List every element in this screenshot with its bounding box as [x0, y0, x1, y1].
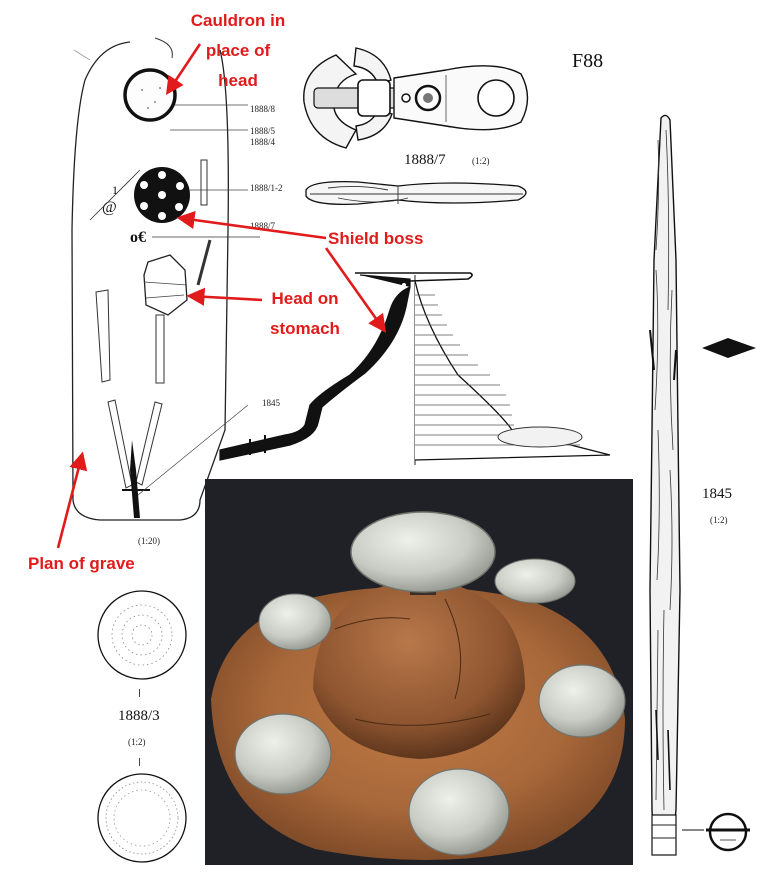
- annotation-head-line-2: stomach: [270, 319, 340, 338]
- disc-tick-top: [139, 689, 140, 697]
- annotation-plan-of-grave: Plan of grave: [28, 554, 135, 573]
- grave-label-1888-4: 1888/4: [250, 137, 276, 147]
- annotation-cauldron: Cauldron in place of head: [176, 6, 300, 96]
- annotation-head-on-stomach: Head on stomach: [256, 284, 354, 344]
- shield-boss-profile-drawing: [219, 272, 611, 465]
- disc-tick-bottom: [139, 758, 140, 766]
- grave-label-1888-1-2: 1888/1-2: [250, 183, 283, 193]
- grave-label-1888-8: 1888/8: [250, 104, 276, 114]
- figure-number: F88: [572, 50, 604, 72]
- svg-text:1: 1: [112, 183, 118, 197]
- disc-caption: 1888/3: [118, 708, 160, 724]
- annotation-cauldron-line-2: place of: [205, 41, 271, 60]
- annotation-cauldron-line-1: Cauldron in: [190, 11, 286, 30]
- spear-drawing: [649, 114, 756, 856]
- buckle-scale: (1:2): [472, 156, 490, 166]
- buckle-drawing-top: [303, 47, 529, 149]
- spear-scale: (1:2): [710, 515, 728, 525]
- annotation-head-line-1: Head on: [271, 289, 339, 308]
- buckle-caption: 1888/7: [404, 152, 446, 168]
- annotation-shield-boss: Shield boss: [328, 229, 424, 248]
- buckle-drawing-side: [305, 181, 527, 205]
- disc-scale: (1:2): [128, 737, 146, 747]
- svg-text:@: @: [102, 199, 117, 216]
- grave-label-1888-5: 1888/5: [250, 126, 276, 136]
- shield-boss-photo: [205, 479, 633, 865]
- grave-label-1888-7: 1888/7: [250, 221, 276, 231]
- disc-drawing-top: [97, 590, 187, 680]
- grave-scale: (1:20): [138, 536, 160, 546]
- grave-plan-drawing: @ 1 o€: [71, 37, 260, 521]
- grave-label-1845: 1845: [262, 398, 280, 408]
- disc-drawing-bottom: [97, 773, 187, 863]
- annotation-cauldron-line-3: head: [218, 71, 258, 90]
- svg-text:o€: o€: [130, 229, 146, 246]
- spear-caption: 1845: [702, 486, 732, 502]
